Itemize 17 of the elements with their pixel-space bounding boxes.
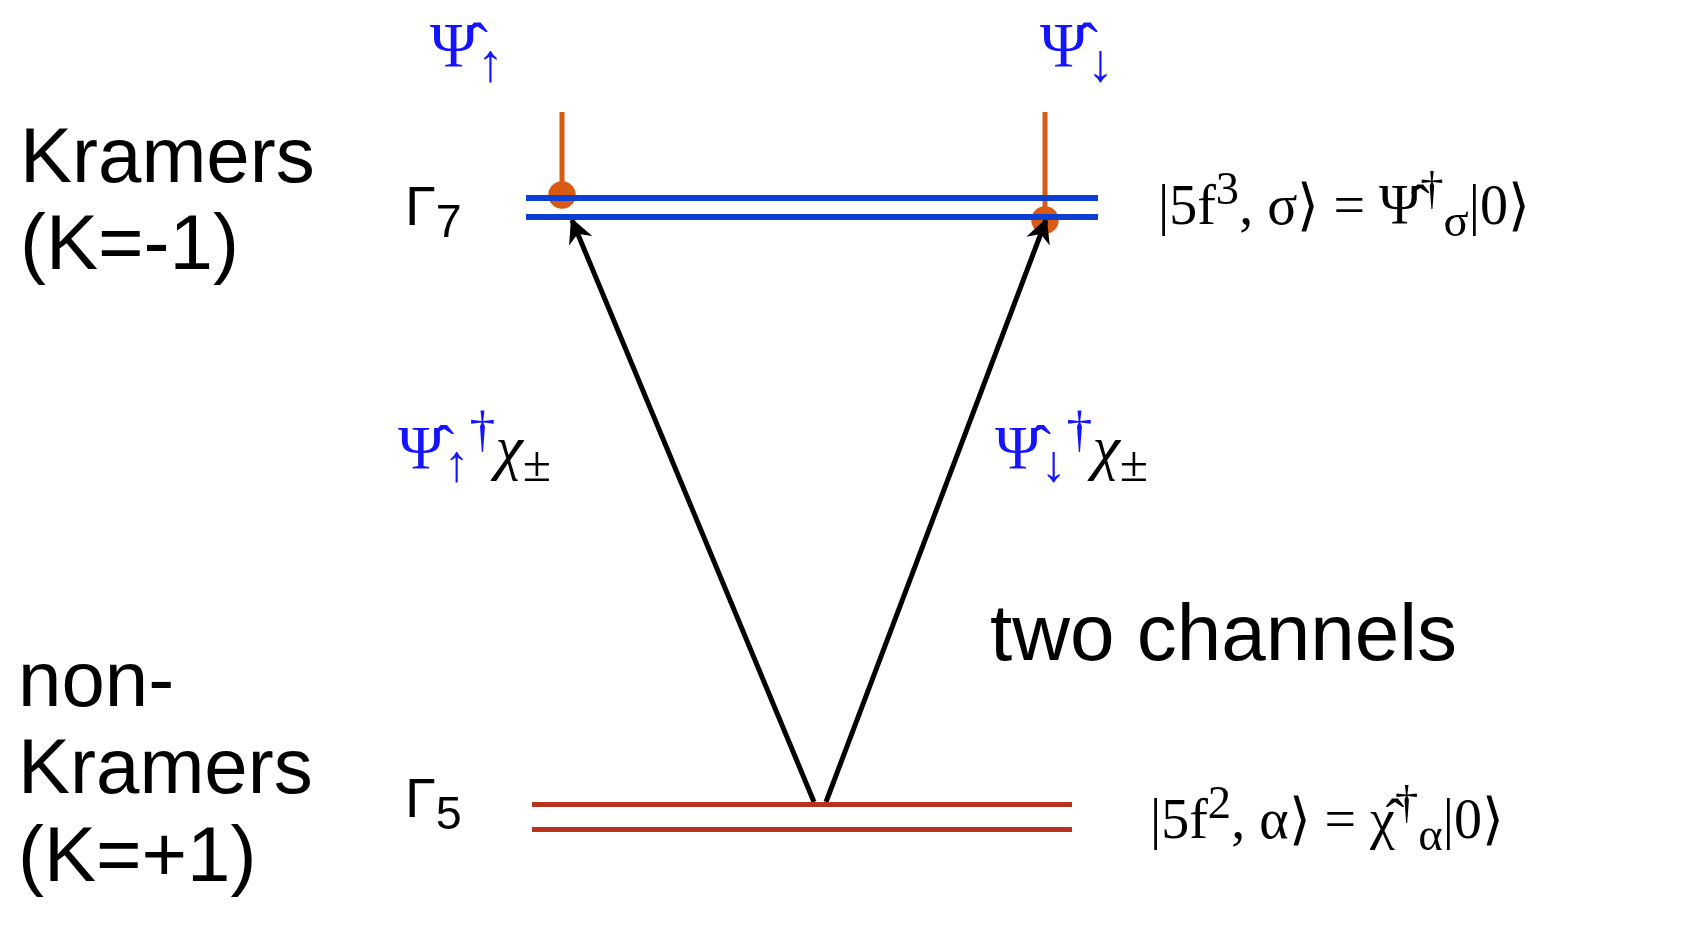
arrow	[569, 217, 817, 803]
parity-label: Kramers (K=-1)	[20, 112, 316, 287]
energy-level-lines	[532, 802, 1072, 832]
state-formula: |5f$^{2}$, α⟩ = χ̂$^{†}$$_{α}$|0⟩	[1150, 775, 1504, 862]
note-text: two channels	[990, 588, 1458, 678]
energy-level-lines	[526, 195, 1098, 220]
operator-label: Ψ̂$_{↓}$	[1040, 9, 1114, 95]
arrow	[823, 217, 1050, 803]
parity-label: non- Kramers (K=+1)	[18, 636, 314, 899]
state-formula: |5f$^{3}$, σ⟩ = Ψ̂$^{†}$$_{σ}$|0⟩	[1158, 161, 1530, 248]
edge-label: Ψ̂$_{↓}$$^{†}$χ$_{±}$	[995, 399, 1149, 495]
level-label: Γ$_{7}$	[405, 173, 462, 250]
level-label: Γ$_{5}$	[405, 765, 462, 842]
edge-label: Ψ̂$_{↑}$$^{†}$χ$_{±}$	[398, 399, 552, 495]
dot-stick-line	[548, 112, 576, 209]
dot-stick-line	[1031, 112, 1059, 234]
operator-label: Ψ̂$_{↑}$	[430, 9, 504, 95]
